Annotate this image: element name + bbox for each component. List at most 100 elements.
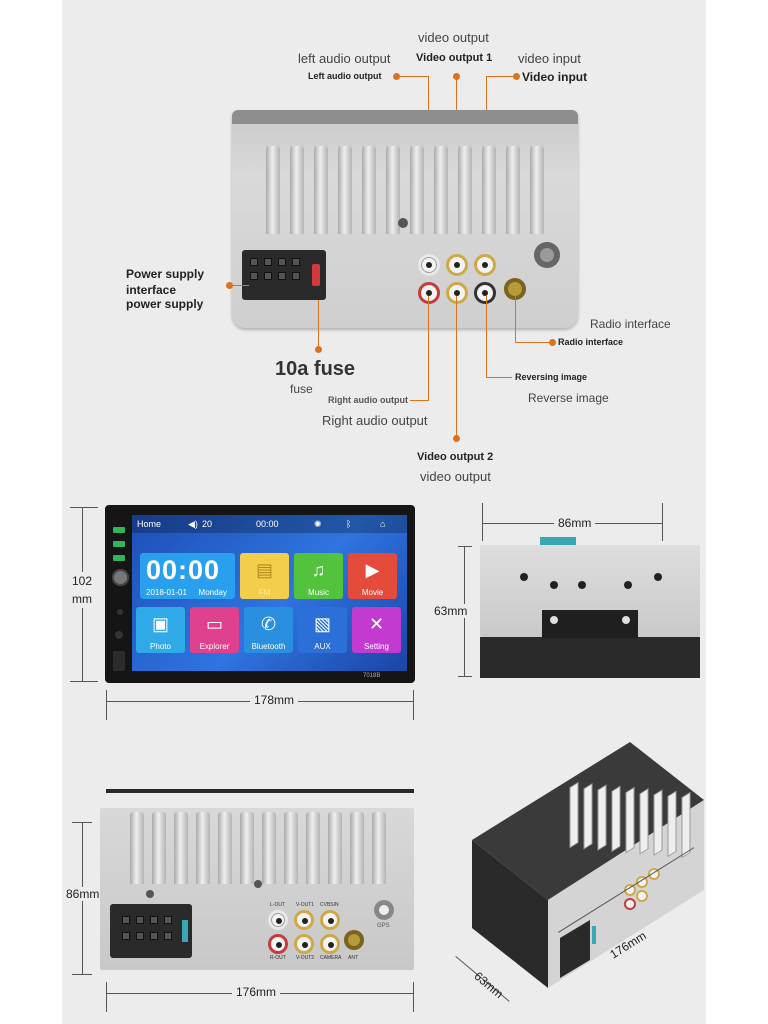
- tile-label: AUX: [314, 642, 331, 651]
- dimension-label-86mm-rear: 86mm: [66, 887, 100, 901]
- jack-label-ant: ANT: [348, 955, 358, 961]
- pointer-line-reverse-v: [486, 296, 487, 378]
- jack-label-camera: CAMERA: [320, 955, 342, 961]
- tile-label: Music: [308, 588, 329, 597]
- tile-label: Movie: [361, 588, 384, 597]
- pointer-dot-radio: [549, 339, 556, 346]
- aux-jack: [115, 631, 123, 639]
- heatsink-fin: [152, 812, 166, 884]
- dimension-label-178mm: 178mm: [250, 693, 299, 707]
- heatsink-fin: [362, 146, 376, 234]
- dimension-tick: [106, 690, 107, 720]
- gps-socket: [374, 900, 394, 920]
- label-video-output-grey-2: video output: [420, 469, 491, 484]
- bluetooth-phone-icon: ✆: [260, 614, 277, 634]
- pointer-dot-fuse: [315, 346, 322, 353]
- dimension-label-86mm-side: 86mm: [554, 516, 596, 530]
- dimension-tick: [72, 974, 92, 975]
- screw-hole: [146, 890, 154, 898]
- status-time: 00:00: [256, 519, 279, 529]
- label-power-supply-interface: Power supply interface: [126, 267, 205, 297]
- rca-jack-video-out-2: [446, 282, 468, 304]
- tile-explorer: ▭ Explorer: [190, 607, 239, 653]
- side-button: [113, 527, 125, 533]
- dimension-label-102mm: 102 mm: [72, 572, 93, 608]
- heatsink-fin: [290, 146, 304, 234]
- heatsink-fin: [196, 812, 210, 884]
- label-video-output-2: Video output 2: [417, 451, 494, 463]
- gps-socket: [534, 242, 560, 268]
- status-volume: 20: [202, 519, 213, 529]
- tile-label: FM: [258, 588, 271, 597]
- dimension-tick: [662, 503, 663, 541]
- clock-day: Monday: [198, 588, 227, 597]
- rca-jack-left-audio-out: [268, 910, 288, 930]
- rear-top-edge: [106, 789, 414, 793]
- movie-camera-icon: ▶: [365, 560, 380, 580]
- pointer-line-right-audio-h: [410, 400, 429, 401]
- usb-port: [113, 651, 125, 671]
- mic-hole: [117, 609, 123, 615]
- label-video-output-1: Video output 1: [416, 52, 493, 64]
- iso-face-front: [472, 840, 548, 988]
- label-left-audio-output-grey: left audio output: [298, 51, 391, 66]
- dimension-tick: [458, 676, 472, 677]
- dimension-tick: [70, 681, 98, 682]
- jack-label-v-out1: V-OUT1: [296, 902, 315, 908]
- pointer-line-power: [229, 285, 249, 286]
- heatsink-fin: [482, 146, 496, 234]
- label-right-audio-output-grey: Right audio output: [322, 413, 428, 428]
- iso-fin: [625, 786, 635, 854]
- heatsink-fin: [506, 146, 520, 234]
- dimension-tick: [413, 982, 414, 1012]
- pointer-line-video-out-2-v: [456, 296, 457, 438]
- touch-screen: Home ◀) 20 00:00 ✺ ᛒ ⌂ 00:00 2018-01-01 …: [132, 515, 407, 671]
- rca-jack-video-input: [320, 910, 340, 930]
- model-label: 7018B: [363, 673, 381, 679]
- heatsink-fin: [130, 812, 144, 884]
- tile-setting: ✕ Setting: [352, 607, 401, 653]
- heatsink-fin: [458, 146, 472, 234]
- tile-music: ♫ Music: [294, 553, 343, 599]
- iso-power-connector: [560, 920, 590, 978]
- dimension-tick: [413, 690, 414, 720]
- heatsink-fin: [350, 812, 364, 884]
- tile-label: Explorer: [199, 642, 230, 651]
- tile-label: Bluetooth: [251, 642, 286, 651]
- aux-icon: ▧: [313, 614, 332, 634]
- heatsink-fin: [314, 146, 328, 234]
- heatsink-fin: [386, 146, 400, 234]
- iso-fin: [653, 789, 663, 856]
- pointer-line-video-input-h: [486, 76, 516, 77]
- clock-time: 00:00: [146, 555, 221, 585]
- jack-label-v-out2: V-OUT2: [296, 955, 315, 961]
- iso-rca-jack: [636, 890, 648, 902]
- label-left-audio-output-bold: Left audio output: [308, 71, 382, 81]
- screw-hole: [254, 880, 262, 888]
- jack-label-l-out: L-OUT: [270, 902, 285, 908]
- dimension-label-63mm-side: 63mm: [434, 604, 468, 618]
- side-button: [113, 541, 125, 547]
- heatsink-fin: [328, 812, 342, 884]
- iso-fin: [569, 781, 579, 849]
- label-radio-interface-bold: Radio interface: [558, 337, 624, 347]
- volume-icon: ◀): [188, 519, 198, 529]
- tools-icon: ✕: [368, 614, 385, 634]
- screw-hole: [398, 218, 408, 228]
- folder-icon: ▭: [205, 614, 224, 634]
- label-reverse-image: Reverse image: [528, 391, 609, 405]
- heatsink-fin: [266, 146, 280, 234]
- side-fuse-tab: [540, 537, 576, 545]
- iso-fuse-tab: [592, 926, 596, 944]
- status-home: Home: [137, 519, 162, 529]
- radio-icon: ▤: [255, 560, 274, 580]
- tile-aux: ▧ AUX: [298, 607, 347, 653]
- home-icon: ⌂: [380, 519, 386, 529]
- tile-movie: ▶ Movie: [348, 553, 397, 599]
- tile-bluetooth: ✆ Bluetooth: [244, 607, 293, 653]
- pointer-line-left-audio-h: [396, 76, 428, 77]
- heatsink-fin: [240, 812, 254, 884]
- mount-hole: [520, 573, 528, 581]
- radio-antenna-socket: [504, 278, 526, 300]
- pointer-line-radio-v: [515, 295, 516, 343]
